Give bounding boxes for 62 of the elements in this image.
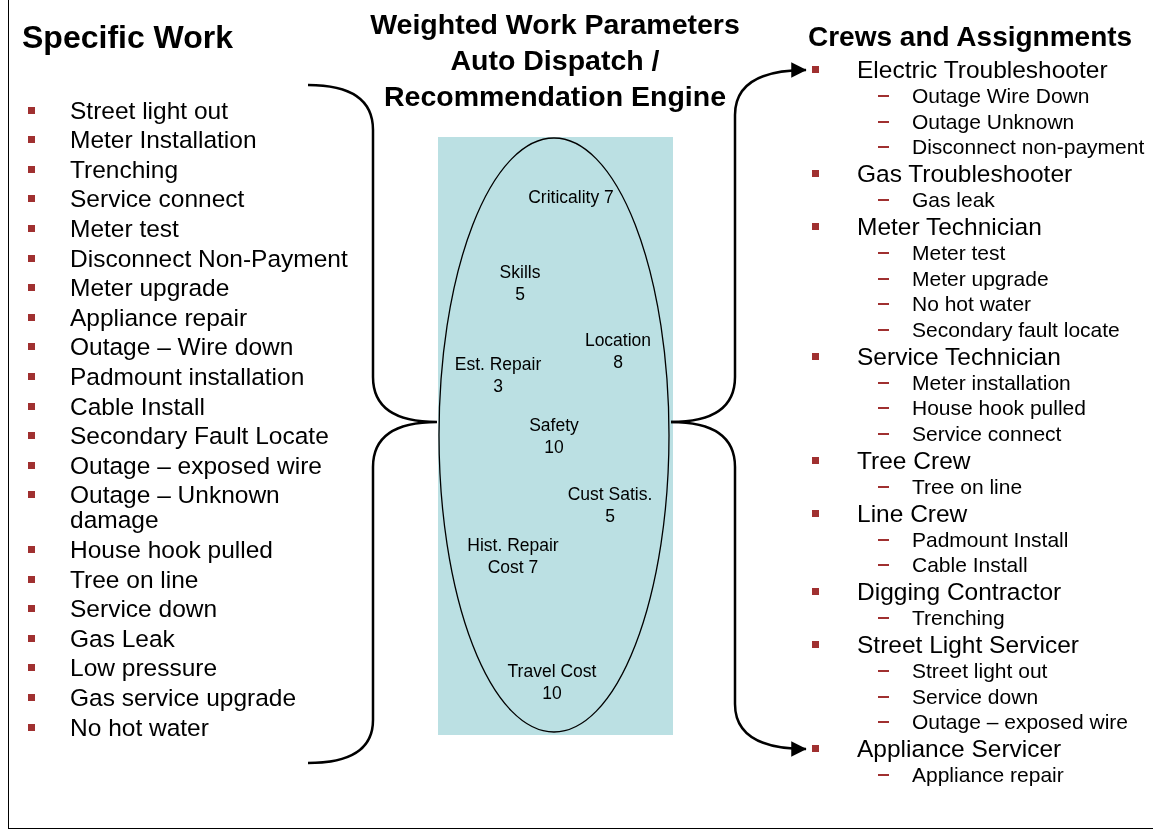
crew-name: Electric Troubleshooter	[857, 57, 1108, 83]
assignment-item: Padmount Install	[912, 526, 1069, 552]
assignment-item: Meter upgrade	[912, 265, 1049, 291]
list-item: Appliance repair	[70, 304, 249, 330]
list-item: Cable Install	[70, 393, 206, 419]
crew-name: Appliance Servicer	[857, 736, 1062, 762]
assignment-item: House hook pulled	[912, 395, 1086, 421]
parameter-label: Location 8	[583, 329, 653, 373]
assignment-item: Gas leak	[912, 187, 995, 213]
heading: Specific Work	[22, 19, 234, 56]
assignment-item: Secondary fault locate	[912, 316, 1120, 342]
parameter-label: Hist. Repair Cost 7	[466, 534, 560, 578]
list-item: No hot water	[70, 714, 210, 740]
list-item: Outage – Wire down	[70, 334, 295, 360]
assignment-item: Outage – exposed wire	[912, 709, 1128, 735]
assignment-item: Trenching	[912, 605, 1005, 631]
assignment-item: No hot water	[912, 291, 1032, 317]
list-item: Meter test	[70, 215, 180, 241]
list-item: Meter upgrade	[70, 275, 231, 301]
list-item: Street light out	[70, 97, 229, 123]
assignment-item: Street light out	[912, 658, 1048, 684]
list-item: Gas Leak	[70, 625, 176, 651]
list-item: Service down	[70, 596, 219, 622]
list-item: Gas service upgrade	[70, 684, 298, 710]
crew-name: Gas Troubleshooter	[857, 161, 1073, 187]
crew-name: Digging Contractor	[857, 579, 1062, 605]
parameter-label: Est. Repair 3	[453, 353, 543, 397]
assignment-item: Outage Unknown	[912, 108, 1075, 134]
list-item: Service connect	[70, 186, 246, 212]
list-item: Meter Installation	[70, 127, 258, 153]
assignment-item: Service down	[912, 683, 1039, 709]
assignment-item: Meter test	[912, 240, 1006, 266]
assignment-item: Appliance repair	[912, 762, 1064, 788]
crew-name: Line Crew	[857, 500, 968, 527]
list-item: Outage – Unknown damage	[70, 482, 281, 533]
parameter-label: Safety 10	[528, 414, 580, 458]
heading: Weighted Work Parameters Auto Dispatch / Recommendation Engine	[369, 7, 741, 114]
assignment-item: Service connect	[912, 420, 1062, 446]
crew-name: Meter Technician	[857, 214, 1042, 240]
assignment-item: Outage Wire Down	[912, 83, 1090, 109]
assignment-item: Meter installation	[912, 369, 1071, 395]
parameter-label: Cust Satis. 5	[566, 483, 654, 527]
list-item: House hook pulled	[70, 536, 274, 562]
crew-name: Tree Crew	[857, 447, 971, 474]
list-item: Outage – exposed wire	[70, 452, 323, 478]
assignment-item: Cable Install	[912, 552, 1028, 578]
arrow	[670, 420, 807, 757]
list-item: Trenching	[70, 156, 180, 182]
crew-name: Street Light Servicer	[857, 632, 1079, 658]
list-item: Low pressure	[70, 655, 219, 681]
assignment-item: Disconnect non-payment	[912, 134, 1145, 160]
brace-connector	[306, 83, 439, 765]
list-item: Secondary Fault Locate	[70, 423, 330, 449]
crew-name: Service Technician	[857, 343, 1061, 370]
list-item: Padmount installation	[70, 363, 306, 389]
list-item: Disconnect Non-Payment	[70, 245, 349, 271]
assignment-item: Tree on line	[912, 473, 1023, 499]
heading: Crews and Assignments	[808, 21, 1133, 53]
parameter-label: Skills 5	[498, 261, 542, 305]
list-item: Tree on line	[70, 566, 200, 592]
parameter-label: Criticality 7	[527, 186, 615, 208]
parameter-label: Travel Cost 10	[506, 660, 598, 704]
